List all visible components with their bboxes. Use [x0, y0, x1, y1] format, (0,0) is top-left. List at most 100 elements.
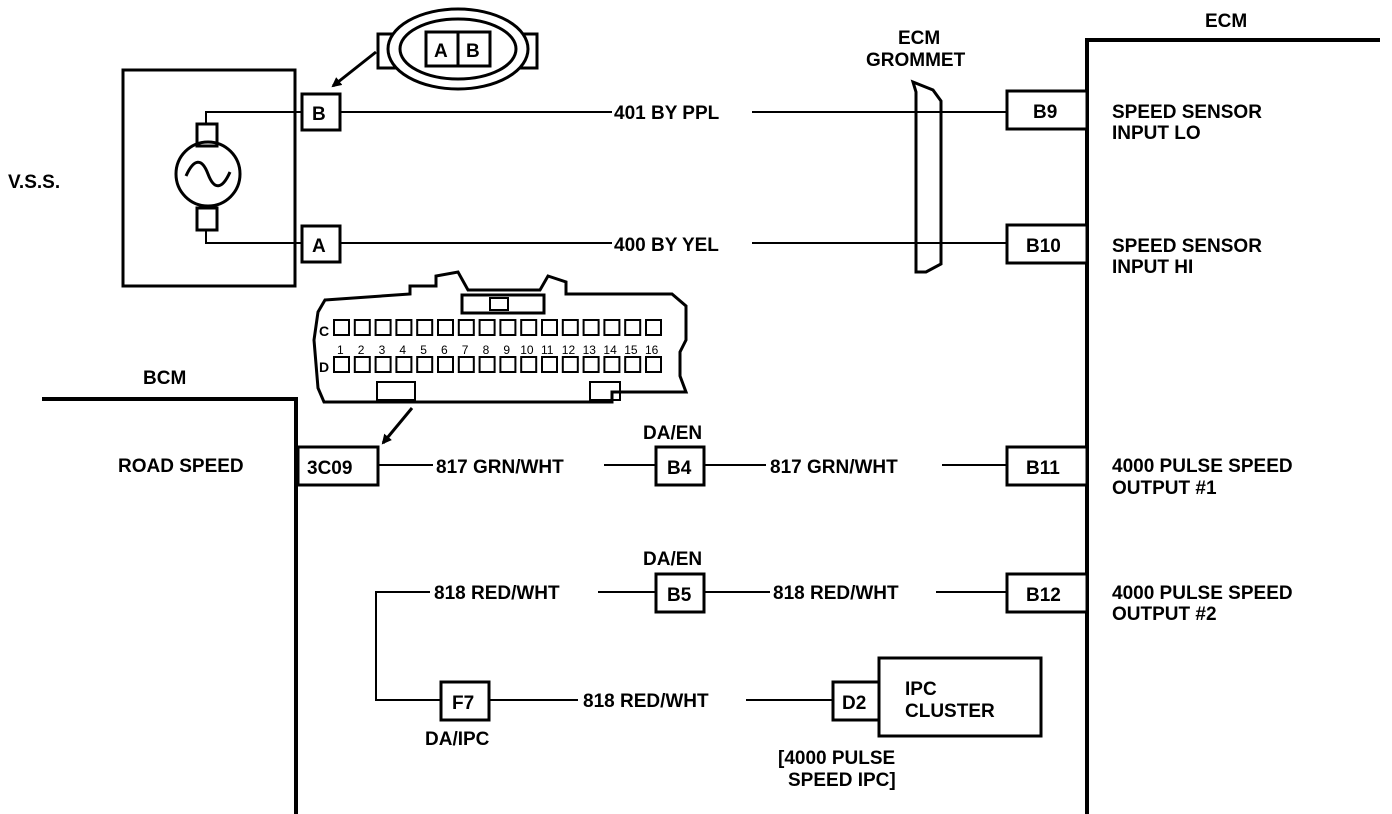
svg-text:B: B [312, 104, 326, 125]
bcm-road-speed-label: ROAD SPEED [118, 456, 244, 477]
ac-generator-icon [174, 140, 242, 208]
vss-connector-arrow [331, 50, 377, 88]
bcm-cavity-d-5 [416, 356, 434, 373]
bcm-cavity-c-15 [624, 319, 642, 336]
bcm-connector-row-d [333, 356, 662, 373]
svg-text:3C09: 3C09 [307, 458, 352, 479]
ecm-b11-signal-line1: 4000 PULSE SPEED [1112, 456, 1293, 477]
wire-818-bottom-label: 818 RED/WHT [583, 691, 709, 712]
bcm-pin-number: 10 [520, 343, 534, 357]
bcm-cavity-d-16 [645, 356, 662, 373]
bcm-pin-3c09: 3C09 [296, 445, 380, 487]
bcm-pin-number: 4 [399, 343, 406, 357]
bcm-pin-number: 9 [503, 343, 510, 357]
ecm-b12-signal-line1: 4000 PULSE SPEED [1112, 583, 1293, 604]
bcm-row-c-label: C [319, 323, 329, 339]
svg-text:B11: B11 [1026, 458, 1060, 479]
wire-401-label: 401 BY PPL [614, 103, 720, 124]
sine-wave-icon [184, 160, 232, 188]
bcm-cavity-c-8 [478, 319, 496, 336]
vss-pin-a [300, 224, 342, 264]
vss-connector-face-icon: A B [376, 7, 539, 91]
bcm-cavity-d-1 [333, 356, 350, 373]
wire-818-bottom: 818 RED/WHT [489, 691, 833, 712]
ipc-cluster-module: IPC CLUSTER [877, 656, 1043, 738]
bcm-pin-number: 15 [624, 343, 638, 357]
wire-401: 401 BY PPL [340, 103, 1007, 124]
svg-text:B10: B10 [1026, 236, 1061, 257]
ecm-b9-signal-line2: INPUT LO [1112, 123, 1201, 144]
splice-f7: F7 [439, 680, 491, 722]
bcm-cavity-c-9 [499, 319, 517, 336]
ecm-module: ECM [1085, 11, 1380, 814]
wire-817-right-label: 817 GRN/WHT [770, 457, 898, 478]
bcm-cavity-c-14 [603, 319, 621, 336]
bcm-cavity-c-11 [541, 319, 558, 336]
bcm-pin-number: 11 [541, 343, 554, 357]
ecm-label: ECM [1205, 11, 1247, 32]
grommet-label-line2: GROMMET [866, 50, 966, 71]
bcm-pin-number: 3 [379, 343, 386, 357]
ipc-label-line2: CLUSTER [905, 701, 995, 722]
ecm-b10-signal-line2: INPUT HI [1112, 257, 1193, 278]
svg-text:B9: B9 [1033, 102, 1057, 123]
bcm-pin-number: 12 [562, 343, 576, 357]
bcm-cavity-c-10 [520, 319, 538, 336]
wire-817-left: 817 GRN/WHT [378, 457, 656, 478]
svg-text:B4: B4 [667, 458, 692, 479]
ecm-pin-b12: B12 [1005, 572, 1089, 614]
bcm-cavity-d-12 [561, 356, 579, 373]
vss-connector-pin-a: A [434, 41, 448, 62]
bcm-cavity-c-1 [333, 319, 350, 336]
vss-label: V.S.S. [8, 172, 60, 193]
vss-connector-pin-b: B [466, 41, 480, 62]
svg-text:B5: B5 [667, 585, 692, 606]
wire-818-top-right: 818 RED/WHT [704, 583, 1007, 604]
wire-400: 400 BY YEL [340, 235, 1007, 256]
ecm-grommet: ECM GROMMET [866, 28, 966, 274]
bcm-cavity-c-12 [561, 319, 579, 336]
ecm-b9-signal-line1: SPEED SENSOR [1112, 102, 1262, 123]
bcm-pin-number: 2 [358, 343, 365, 357]
bcm-cavity-c-5 [416, 319, 434, 336]
bcm-cavity-c-3 [374, 319, 392, 336]
svg-text:D2: D2 [842, 693, 866, 714]
bcm-connector-arrow [381, 407, 414, 445]
ecm-b10-signal-line1: SPEED SENSOR [1112, 236, 1262, 257]
bcm-cavity-c-4 [395, 319, 413, 336]
bcm-cavity-d-15 [624, 356, 642, 373]
bcm-cavity-d-14 [603, 356, 621, 373]
wire-818-top-left: 818 RED/WHT [375, 583, 656, 701]
vss-sensor: V.S.S. B A [8, 68, 342, 288]
bcm-cavity-d-7 [457, 356, 475, 373]
grommet-label-line1: ECM [898, 28, 940, 49]
ipc-pin-d2: D2 [831, 680, 881, 722]
svg-text:F7: F7 [452, 693, 474, 714]
bcm-pin-number: 16 [645, 343, 659, 357]
bcm-cavity-c-6 [437, 319, 454, 336]
bcm-cavity-d-6 [437, 356, 454, 373]
bcm-cavity-c-13 [582, 319, 600, 336]
wire-817-right: 817 GRN/WHT [704, 457, 1007, 478]
ecm-b11-signal-line2: OUTPUT #1 [1112, 478, 1217, 499]
bcm-cavity-c-2 [353, 319, 371, 336]
bcm-pin-number: 14 [603, 343, 617, 357]
bcm-cavity-d-13 [582, 356, 600, 373]
bcm-cavity-d-10 [520, 356, 538, 373]
bcm-cavity-c-7 [457, 319, 475, 336]
bcm-pin-number: 1 [337, 343, 344, 357]
bcm-cavity-d-2 [353, 356, 371, 373]
wire-818-top-left-label: 818 RED/WHT [434, 583, 560, 604]
ecm-pin-b10: B10 [1005, 223, 1089, 265]
bcm-pin-number: 5 [420, 343, 427, 357]
bcm-connector-row-c [333, 319, 662, 336]
svg-text:A: A [312, 236, 326, 257]
bcm-label: BCM [143, 368, 186, 389]
bcm-pin-number: 6 [441, 343, 448, 357]
bcm-pin-number: 8 [483, 343, 490, 357]
ipc-note-line1: [4000 PULSE [778, 748, 895, 769]
splice-b4: B4 [654, 445, 706, 487]
vss-coil-top [195, 122, 219, 148]
